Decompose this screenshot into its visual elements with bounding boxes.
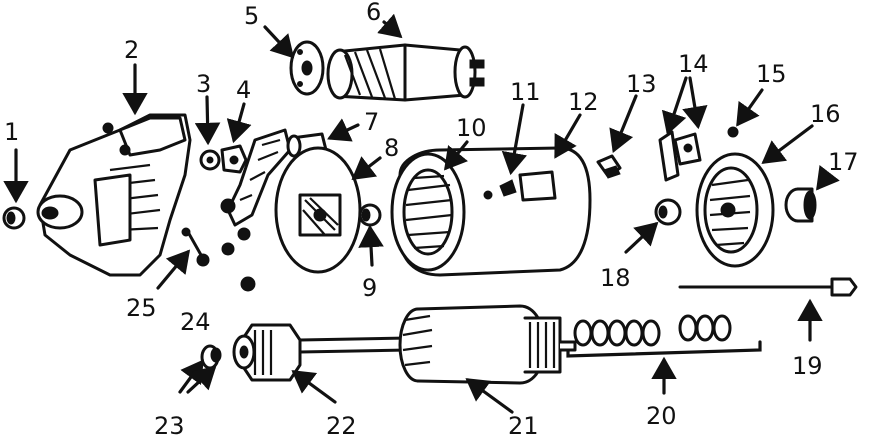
callout-9: 9: [362, 274, 377, 302]
callout-2: 2: [124, 36, 139, 64]
part-9-washer: [358, 203, 382, 227]
part-25-pivot-pin: [181, 227, 210, 267]
part-20-spring-set: [566, 314, 762, 358]
callout-16: 16: [810, 100, 841, 128]
callout-11: 11: [510, 78, 541, 106]
part-22-drive-clutch: [232, 323, 302, 382]
callout-18: 18: [600, 264, 631, 292]
callout-3: 3: [196, 70, 211, 98]
part-17-cover: [784, 187, 817, 223]
leader-arrows: [3, 13, 840, 414]
part-18-bushing: [654, 198, 682, 226]
callout-numbers: 1 2 3 4 5 6 7 8 9 10 11 12 13 14 15 16 1…: [4, 0, 859, 438]
callout-22: 22: [326, 412, 357, 438]
part-4-pivot: [220, 144, 248, 174]
callout-17: 17: [828, 148, 859, 176]
part-3-washer: [199, 149, 221, 171]
part-2-drive-housing: [36, 113, 192, 277]
part-23-24-stop-collar: [200, 344, 222, 370]
part-16-end-frame: [695, 152, 775, 268]
callout-6: 6: [366, 0, 381, 26]
callout-10: 10: [456, 114, 487, 142]
part-1-bushing: [2, 206, 26, 230]
part-6-solenoid: [326, 43, 485, 102]
part-15-screw: [727, 126, 739, 138]
callout-21: 21: [508, 412, 539, 438]
part-19-through-bolt: [678, 277, 858, 297]
callout-19: 19: [792, 352, 823, 380]
part-12-field-frame: [390, 146, 592, 277]
part-21-armature: [298, 304, 577, 385]
callout-5: 5: [244, 2, 259, 30]
part-5-gasket: [289, 40, 325, 96]
shift-lever-assembly: [220, 128, 292, 292]
callout-4: 4: [236, 76, 251, 104]
callout-25: 25: [126, 294, 157, 322]
callout-15: 15: [756, 60, 787, 88]
callout-12: 12: [568, 88, 599, 116]
callout-1: 1: [4, 118, 19, 146]
callout-14: 14: [678, 50, 709, 78]
callout-7: 7: [364, 108, 379, 136]
part-13-brush: [596, 154, 622, 179]
part-8-plate: [274, 146, 362, 274]
callout-20: 20: [646, 402, 677, 430]
callout-24: 24: [180, 308, 211, 336]
part-14-brush-holder: [658, 130, 702, 182]
callout-23: 23: [154, 412, 185, 438]
callout-8: 8: [384, 134, 399, 162]
callout-13: 13: [626, 70, 657, 98]
